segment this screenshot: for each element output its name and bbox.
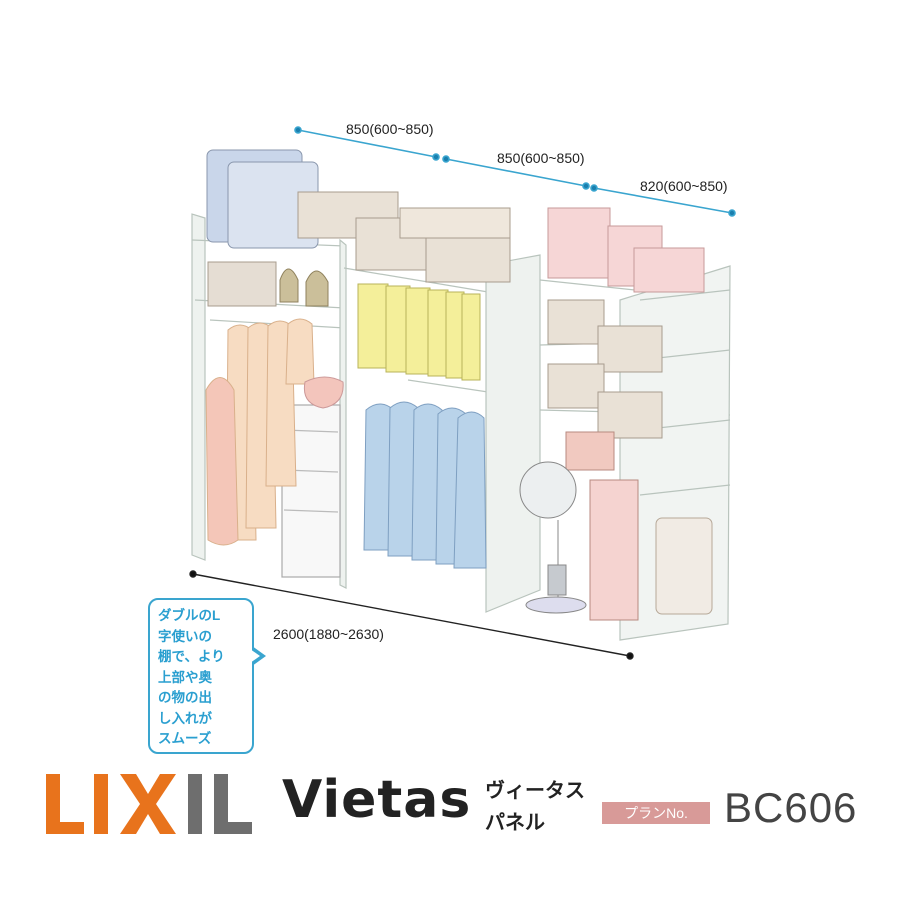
callout-tail-inner [250, 649, 260, 663]
luggage [206, 149, 319, 249]
dimension-top-3: 820(600~850) [640, 178, 728, 194]
hanging-clothes-blue [363, 401, 487, 569]
tree-box [589, 479, 639, 621]
pink-boxes [547, 207, 705, 293]
hanging-clothes-yellow [357, 283, 481, 381]
hat [303, 376, 344, 409]
right-storage-boxes [547, 299, 663, 439]
handbags [279, 268, 329, 307]
product-name-line1: ヴィータス [485, 780, 585, 802]
top-boxes-middle [355, 207, 511, 283]
plan-number: BC606 [724, 784, 858, 831]
dimension-lines [294, 126, 736, 217]
heater [565, 431, 615, 471]
hanging-clothes-left [205, 318, 315, 546]
dimension-top-2: 850(600~850) [497, 150, 585, 166]
lixil-logo [46, 774, 252, 834]
dimension-width: 2600(1880~2630) [273, 626, 384, 642]
plan-label: プランNo. [602, 802, 710, 824]
closet-illustration [189, 126, 736, 660]
brand-name: Vietas [282, 770, 472, 830]
callout-text: ダブルのL 字使いの 棚で、より 上部や奥 の物の出 し入れが スムーズ [158, 608, 225, 746]
fan [519, 461, 587, 614]
middle-unit [343, 254, 541, 613]
product-name-line2: パネル [485, 812, 545, 834]
feature-callout: ダブルのL 字使いの 棚で、より 上部や奥 の物の出 し入れが スムーズ [148, 598, 254, 754]
width-line [189, 570, 634, 660]
dimension-top-1: 850(600~850) [346, 121, 434, 137]
suitcase [655, 517, 713, 615]
storage-box [207, 261, 277, 307]
